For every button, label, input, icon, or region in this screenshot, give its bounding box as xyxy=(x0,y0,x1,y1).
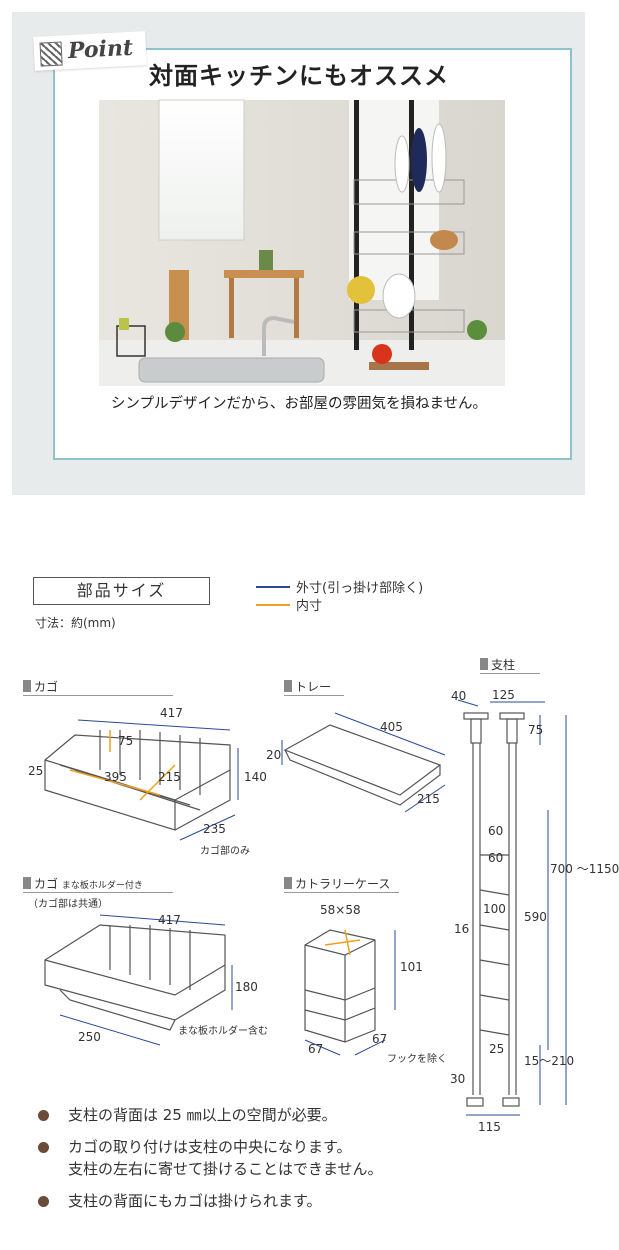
pole-heading: 支柱 xyxy=(480,656,515,673)
legend-outer-swatch xyxy=(256,586,290,588)
basket-inner-dims xyxy=(69,730,176,801)
pole-drawing xyxy=(463,712,525,1107)
cutlery-inner-dims xyxy=(324,929,361,956)
divider xyxy=(284,695,344,696)
basket-h-outer: 140 xyxy=(244,770,267,784)
pole-s2: 60 xyxy=(488,851,504,865)
bullet-dot-icon xyxy=(38,1110,49,1121)
cutlery-title: カトラリーケース xyxy=(295,877,391,891)
note-item: 支柱の背面にもカゴは掛けられます。 xyxy=(38,1190,578,1212)
bullet-dot-icon xyxy=(38,1142,49,1153)
basket-holder-d: 250 xyxy=(78,1030,101,1044)
cutlery-hook-note: フックを除く xyxy=(387,1054,447,1065)
parts-diagrams xyxy=(44,699,567,1116)
cutlery-h: 101 xyxy=(400,960,423,974)
basket-d-inner: 215 xyxy=(158,770,181,784)
unit-label: 寸法：約(mm) xyxy=(35,616,116,630)
pole-d: 16 xyxy=(454,922,470,936)
cutlery-w: 67 xyxy=(308,1042,324,1056)
note-text: 支柱の背面は 25 ㎜以上の空間が必要。 xyxy=(68,1106,337,1124)
basket-holder-drawing xyxy=(44,924,226,1031)
legend-inner-swatch xyxy=(256,604,290,606)
legend-outer-label: 外寸(引っ掛け部除く) xyxy=(296,581,424,596)
basket-w-inner: 395 xyxy=(104,770,127,784)
tray-title: トレー xyxy=(295,680,332,694)
tray-w: 405 xyxy=(380,720,403,734)
basket-heading: カゴ xyxy=(23,678,58,695)
pole-bottom-gap: 25 xyxy=(489,1042,505,1056)
basket-h-inner: 75 xyxy=(118,734,134,748)
notes-list: 支柱の背面は 25 ㎜以上の空間が必要。 カゴの取り付けは支柱の中央になります。… xyxy=(38,1104,578,1222)
basket-holder-dims xyxy=(59,914,233,1046)
basket-holder-holder-note: まな板ホルダー含む xyxy=(178,1026,268,1037)
pole-title: 支柱 xyxy=(491,658,516,672)
tray-heading: トレー xyxy=(284,678,331,695)
photo-caption: シンプルデザインだから、お部屋の雰囲気を損ねません。 xyxy=(110,396,488,412)
basket-holder-h: 180 xyxy=(235,980,258,994)
note-item: 支柱の背面は 25 ㎜以上の空間が必要。 xyxy=(38,1104,578,1126)
tray-drawing xyxy=(283,724,442,806)
tray-h: 20 xyxy=(266,748,282,762)
basket-note: カゴ部のみ xyxy=(200,846,250,857)
pole-bottom: 15〜210 xyxy=(524,1054,575,1068)
pole-top-w: 40 xyxy=(451,689,467,703)
cutlery-inner: 58×58 xyxy=(320,903,361,917)
heading-bar-icon xyxy=(23,680,31,692)
pole-gap: 125 xyxy=(492,688,515,702)
cutlery-heading: カトラリーケース xyxy=(284,875,390,892)
tray-d: 215 xyxy=(417,792,440,806)
note-item: カゴの取り付けは支柱の中央になります。 支柱の左右に寄せて掛けることはできません… xyxy=(38,1136,578,1180)
basket-holder-title: カゴ xyxy=(34,877,59,891)
basket-holder-heading: カゴ まな板ホルダー付き xyxy=(23,875,143,892)
pole-dims xyxy=(457,699,567,1116)
note-text: カゴの取り付けは支柱の中央になります。 xyxy=(68,1138,352,1156)
stripes-icon xyxy=(39,41,63,67)
basket-w-outer: 417 xyxy=(160,706,183,720)
pole-range-main: 590 xyxy=(524,910,547,924)
basket-holder-subtitle: まな板ホルダー付き xyxy=(61,881,143,891)
cutlery-d: 67 xyxy=(372,1032,388,1046)
basket-d-outer: 235 xyxy=(203,822,226,836)
heading-bar-icon xyxy=(23,877,31,889)
note-text: 支柱の背面にもカゴは掛けられます。 xyxy=(68,1192,322,1210)
legend-inner-label: 内寸 xyxy=(296,599,323,614)
kitchen-photo xyxy=(99,99,505,386)
bullet-dot-icon xyxy=(38,1196,49,1207)
pole-s1: 60 xyxy=(488,824,504,838)
pole-foot: 30 xyxy=(450,1072,466,1086)
basket-drawing xyxy=(44,730,231,831)
tray-dims xyxy=(281,712,446,813)
divider xyxy=(480,673,540,674)
cutlery-dims xyxy=(304,930,396,1056)
divider xyxy=(23,695,173,696)
headline: 対面キッチンにもオススメ xyxy=(149,62,449,90)
pole-bottom-w: 115 xyxy=(478,1120,501,1134)
heading-bar-icon xyxy=(284,877,292,889)
cutlery-drawing xyxy=(304,929,376,1043)
divider xyxy=(23,892,173,893)
heading-bar-icon xyxy=(480,658,488,670)
divider xyxy=(284,892,399,893)
pole-width: 100 xyxy=(483,902,506,916)
basket-holder-w: 417 xyxy=(158,913,181,927)
basket-title: カゴ xyxy=(34,680,59,694)
basket-left: 25 xyxy=(28,764,44,778)
heading-bar-icon xyxy=(284,680,292,692)
pole-top-h: 75 xyxy=(528,723,544,737)
pole-total: 700 〜1150 xyxy=(550,862,619,876)
basket-holder-note: （カゴ部は共通） xyxy=(28,899,108,910)
basket-outer-dims xyxy=(77,719,239,841)
note-text: 支柱の左右に寄せて掛けることはできません。 xyxy=(68,1160,383,1178)
sizes-title: 部品サイズ xyxy=(33,577,210,605)
